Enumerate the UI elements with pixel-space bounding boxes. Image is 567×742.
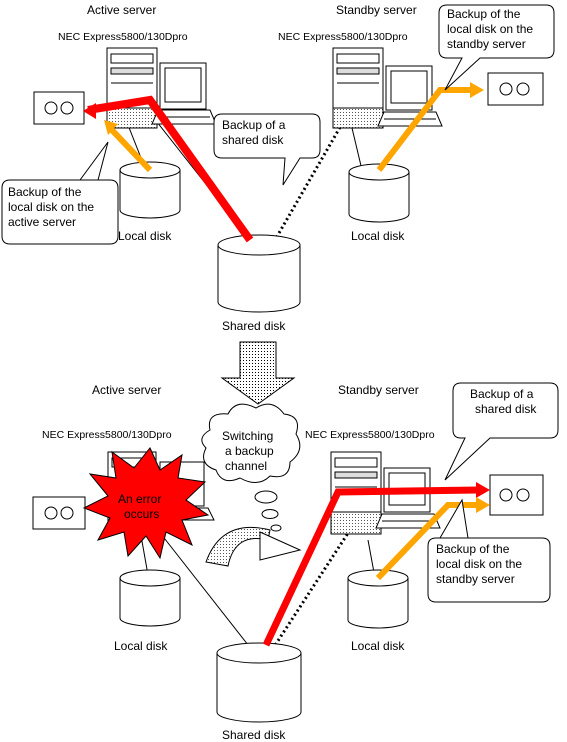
top-left-tape-drive-icon (33, 91, 85, 125)
error-burst: An error occurs (82, 447, 210, 560)
svg-text:a backup: a backup (225, 444, 274, 458)
top-standby-monitor-icon (377, 65, 443, 127)
bottom-red-backup-path (262, 486, 479, 647)
bottom-shared-disk-icon (216, 642, 302, 723)
top-left-local-disk-icon (119, 161, 181, 219)
bottom-shared-disk-label: Shared disk (222, 728, 286, 742)
bottom-callout-shared: Backup of a shared disk (444, 382, 559, 481)
bottom-active-server-title: Active server (92, 383, 161, 397)
svg-text:shared disk: shared disk (222, 133, 284, 147)
top-active-server-title: Active server (87, 3, 156, 17)
top-active-server-icon (106, 47, 158, 129)
top-shared-disk-label: Shared disk (222, 319, 286, 333)
transition-down-arrow-icon (220, 341, 296, 405)
bottom-section: Active server Standby server NEC Express… (32, 382, 559, 742)
switch-curved-arrow-icon (205, 526, 302, 567)
svg-text:occurs: occurs (124, 507, 159, 521)
top-local-disk-left-label: Local disk (118, 229, 172, 243)
bottom-standby-server-title: Standby server (338, 383, 419, 397)
svg-text:channel: channel (225, 459, 267, 473)
bottom-callout-local-standby: Backup of the local disk on the standby … (427, 498, 551, 603)
bottom-right-local-disk-icon (347, 569, 409, 629)
top-section: Active server Standby server NEC Express… (1, 3, 555, 333)
svg-text:local disk on the: local disk on the (447, 22, 533, 36)
top-standby-server-title: Standby server (336, 3, 417, 17)
top-right-tape-drive-icon (487, 72, 544, 106)
svg-text:Backup of a: Backup of a (222, 118, 286, 132)
svg-text:Backup of the: Backup of the (436, 542, 510, 556)
svg-text:Backup of a: Backup of a (470, 387, 534, 401)
top-red-backup-path (87, 95, 254, 243)
svg-text:standby server: standby server (436, 572, 515, 586)
svg-text:local disk on the: local disk on the (436, 557, 522, 571)
bottom-standby-model: NEC Express5800/130Dpro (305, 429, 435, 441)
svg-text:An error: An error (118, 492, 161, 506)
top-local-disk-right-label: Local disk (351, 229, 405, 243)
bottom-right-tape-drive-icon (489, 474, 544, 516)
bottom-left-tape-drive-icon (32, 496, 86, 530)
top-callout-shared: Backup of a shared disk (213, 113, 321, 186)
bottom-local-disk-left-label: Local disk (114, 639, 168, 653)
bottom-left-local-disk-icon (119, 569, 181, 627)
top-standby-server-icon (332, 47, 384, 129)
svg-text:local disk on the: local disk on the (8, 200, 94, 214)
svg-text:Switching: Switching (222, 429, 273, 443)
svg-text:Backup of the: Backup of the (8, 185, 82, 199)
svg-text:active server: active server (8, 215, 76, 229)
svg-text:shared disk: shared disk (475, 402, 537, 416)
bottom-active-model: NEC Express5800/130Dpro (42, 429, 172, 441)
top-standby-model: NEC Express5800/130Dpro (278, 31, 408, 43)
top-active-model: NEC Express5800/130Dpro (58, 31, 188, 43)
bottom-standby-monitor-icon (375, 467, 441, 529)
top-callout-local-active: Backup of the local disk on the active s… (1, 141, 119, 245)
bottom-local-disk-right-label: Local disk (351, 639, 405, 653)
top-right-local-disk-icon (348, 163, 410, 223)
top-shared-disk-icon (217, 234, 301, 313)
thought-cloud: Switching a backup channel (201, 403, 301, 532)
svg-text:Backup of the: Backup of the (447, 7, 521, 21)
svg-text:standby server: standby server (447, 37, 526, 51)
top-callout-local-standby: Backup of the local disk on the standby … (438, 4, 555, 91)
